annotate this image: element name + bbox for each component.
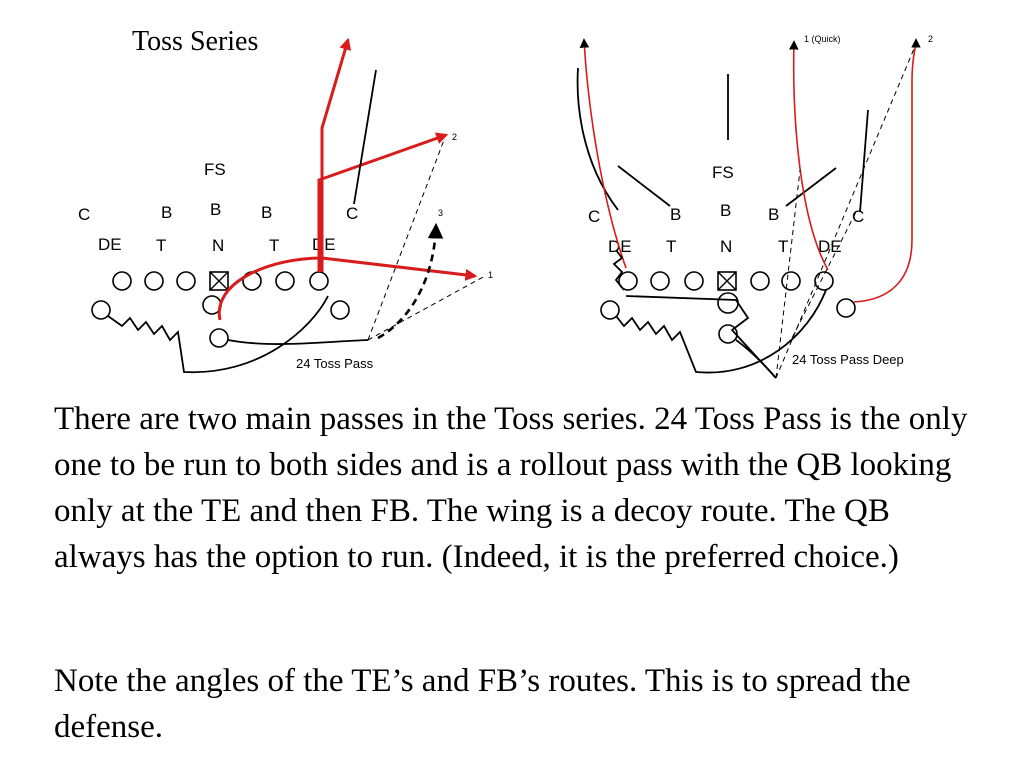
- explanation-paragraph: There are two main passes in the Toss se…: [54, 401, 968, 575]
- route-black-backer-left: [617, 165, 671, 207]
- play-name-label: 24 Toss Pass: [296, 356, 374, 371]
- defender-free-safety: FS: [204, 160, 226, 179]
- defender-end-right: DE: [312, 235, 336, 254]
- route-red-toss: [217, 256, 323, 321]
- route-dash-quick: [775, 169, 801, 379]
- offensive-line: [112, 271, 329, 291]
- defender-nose: N: [212, 236, 224, 255]
- route-black-corner-right: [859, 109, 869, 213]
- defender-backer-right: B: [768, 205, 779, 224]
- route-dash-cross: [791, 211, 857, 339]
- route-black-corner-drop: [353, 69, 377, 205]
- route-number-1-quick: 1 (Quick): [804, 34, 841, 44]
- defender-corner-left: C: [588, 207, 600, 226]
- route-red-flat: [321, 256, 478, 281]
- route-red-deep: [853, 38, 921, 303]
- defender-tackle-left: T: [156, 236, 166, 255]
- tight-end: [330, 300, 350, 320]
- defender-backer-middle: B: [720, 201, 731, 220]
- route-black-backer-right: [785, 167, 837, 207]
- defender-backer-middle: B: [210, 200, 221, 219]
- defender-end-left: DE: [608, 237, 632, 256]
- route-dash-1: [367, 275, 486, 341]
- route-dash-2: [367, 139, 445, 341]
- route-dash-2: [775, 43, 917, 379]
- route-wing-decoy: [615, 289, 827, 374]
- defender-backer-right: B: [261, 203, 272, 222]
- route-red-corner: [317, 132, 449, 272]
- defender-corner-left: C: [78, 205, 90, 224]
- defender-corner-right: C: [852, 207, 864, 226]
- defender-corner-right: C: [346, 204, 358, 223]
- defender-nose: N: [720, 237, 732, 256]
- wing-back: [600, 300, 620, 320]
- defender-tackle-left: T: [666, 237, 676, 256]
- play-name-label: 24 Toss Pass Deep: [792, 352, 904, 367]
- route-dash-3: [377, 222, 444, 340]
- defender-backer-left: B: [161, 203, 172, 222]
- wing-back: [91, 300, 111, 320]
- route-fb-swing: [735, 339, 777, 379]
- defender-end-left: DE: [98, 235, 122, 254]
- route-fb-swing: [227, 339, 369, 345]
- route-red-left-vertical: [579, 38, 627, 269]
- tight-end: [836, 298, 856, 318]
- route-zigzag-end: [612, 249, 625, 291]
- note-paragraph: Note the angles of the TE’s and FB’s rou…: [54, 663, 911, 745]
- slide-title: Toss Series: [132, 26, 259, 57]
- quarterback: [717, 292, 739, 314]
- play-diagram-24-toss-pass-deep: FS C B B B C DE T N T DE 1 (Quick) 2 24 …: [576, 34, 933, 379]
- defender-free-safety: FS: [712, 163, 734, 182]
- defender-backer-left: B: [670, 205, 681, 224]
- defender-tackle-right: T: [269, 236, 279, 255]
- route-number-1: 1: [488, 270, 493, 280]
- route-number-2: 2: [928, 34, 933, 44]
- route-black-corner-left: [576, 67, 619, 211]
- defender-end-right: DE: [818, 237, 842, 256]
- route-number-3: 3: [438, 208, 443, 218]
- offensive-line: [618, 271, 834, 291]
- fullback: [209, 328, 229, 348]
- route-red-vertical: [320, 37, 352, 272]
- route-number-2: 2: [452, 132, 457, 142]
- play-diagram-24-toss-pass: FS C B B B C DE T N T DE 2 3 1 24 Toss P…: [78, 37, 493, 373]
- route-qb-rollout: [625, 295, 777, 379]
- route-wing-decoy: [107, 295, 329, 373]
- route-red-quick: [789, 40, 829, 271]
- defender-tackle-right: T: [778, 237, 788, 256]
